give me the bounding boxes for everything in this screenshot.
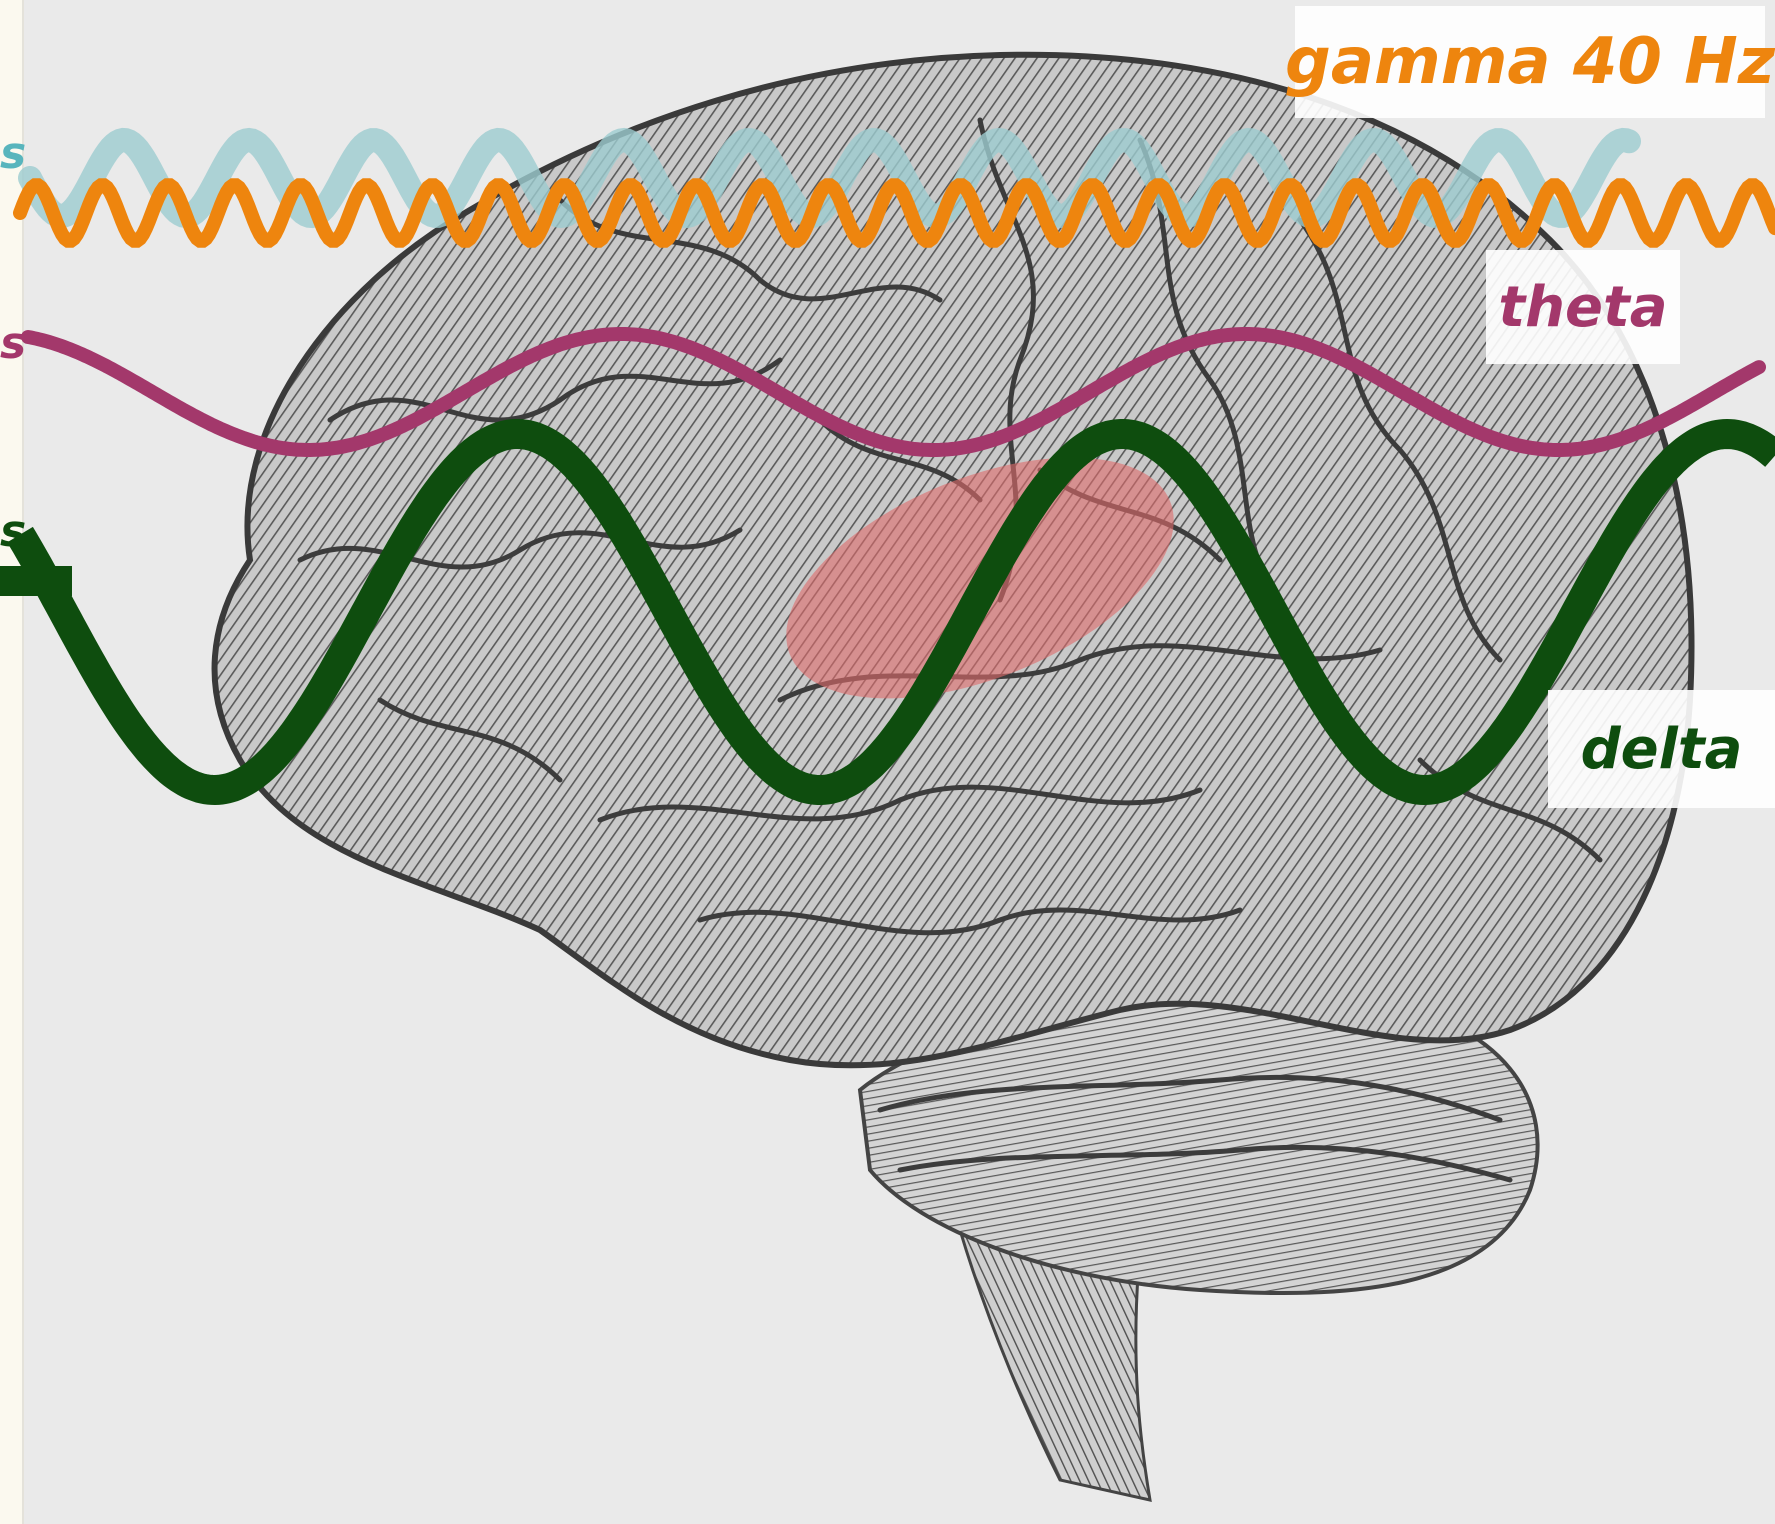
delta-label: delta	[1548, 690, 1775, 808]
edge-fragment-3: s	[0, 510, 26, 554]
gamma-label: gamma 40 Hz	[1295, 6, 1765, 118]
delta-legend-stub	[0, 566, 72, 596]
edge-fragment-2: s	[0, 322, 26, 366]
theta-label: theta	[1486, 250, 1680, 364]
edge-fragment-1: s	[0, 132, 26, 176]
